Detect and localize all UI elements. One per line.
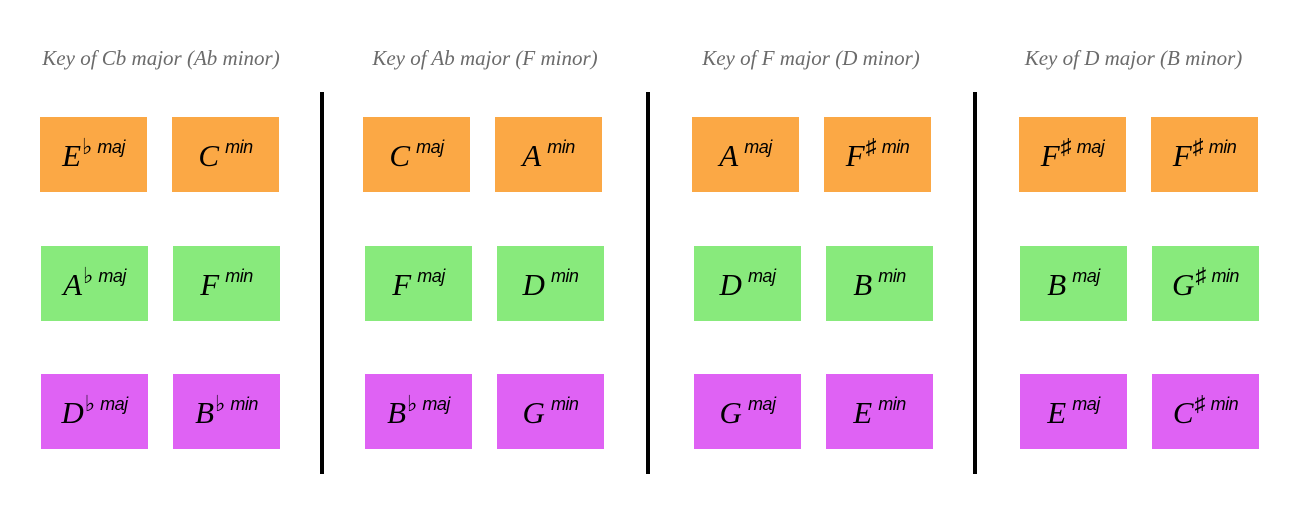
chord-root: F bbox=[200, 267, 220, 302]
chord-box-purple: C♯min bbox=[1152, 374, 1259, 449]
chord-quality: maj bbox=[1076, 136, 1105, 157]
chord-accidental: ♭ bbox=[84, 390, 96, 416]
chord-accidental: ♭ bbox=[407, 390, 418, 416]
chord-box-green: G♯min bbox=[1152, 246, 1259, 321]
chord-quality: maj bbox=[1072, 393, 1100, 414]
chord-root: B bbox=[195, 395, 215, 430]
chord-accidental: ♯ bbox=[1195, 262, 1207, 288]
chord-quality: maj bbox=[744, 136, 772, 157]
chord-quality: min bbox=[225, 136, 253, 157]
chord-quality: min bbox=[878, 265, 906, 286]
chord-root: E bbox=[1047, 395, 1067, 430]
chord-accidental: ♯ bbox=[1060, 133, 1072, 159]
chord-quality: min bbox=[550, 393, 579, 414]
chord-box-purple: B♭maj bbox=[365, 374, 472, 449]
chord-accidental: ♭ bbox=[83, 262, 94, 288]
chord-quality: maj bbox=[416, 136, 444, 157]
chord-accidental: ♭ bbox=[215, 390, 226, 416]
chord-root: B bbox=[1047, 267, 1067, 302]
chord-quality: maj bbox=[97, 136, 125, 157]
chord-quality: maj bbox=[1072, 265, 1100, 286]
chord-quality: maj bbox=[747, 265, 776, 286]
chord-root: C bbox=[198, 138, 220, 173]
chord-box-green: A♭maj bbox=[41, 246, 148, 321]
chord-root: A bbox=[522, 138, 542, 173]
chord-root: D bbox=[719, 267, 742, 302]
chord-quality: min bbox=[550, 265, 579, 286]
panel-title: Key of Cb major (Ab minor) bbox=[42, 46, 280, 70]
chord-box-purple: D♭maj bbox=[41, 374, 148, 449]
panel-divider bbox=[973, 92, 977, 474]
chord-root: G bbox=[1172, 267, 1195, 302]
chord-box-orange: F♯min bbox=[824, 117, 931, 192]
chord-box-orange: F♯min bbox=[1151, 117, 1258, 192]
chord-accidental: ♯ bbox=[865, 133, 877, 159]
chord-root: F bbox=[1172, 138, 1192, 173]
chord-accidental: ♯ bbox=[1194, 390, 1206, 416]
chord-root: A bbox=[719, 138, 739, 173]
chord-root: F bbox=[1040, 138, 1060, 173]
chord-quality: min bbox=[230, 393, 258, 414]
chord-root: G bbox=[719, 395, 742, 430]
chord-quality: min bbox=[1208, 136, 1237, 157]
chord-box-orange: E♭maj bbox=[40, 117, 147, 192]
chord-quality: maj bbox=[98, 265, 126, 286]
chord-quality: min bbox=[1211, 265, 1239, 286]
chord-root: C bbox=[1172, 395, 1194, 430]
chord-quality: min bbox=[878, 393, 906, 414]
chord-quality: maj bbox=[417, 265, 445, 286]
chord-root: D bbox=[61, 395, 84, 430]
chord-root: E bbox=[62, 138, 82, 173]
chord-quality: maj bbox=[100, 393, 128, 414]
chord-root: B bbox=[853, 267, 873, 302]
chord-root: B bbox=[387, 395, 407, 430]
chord-quality: min bbox=[225, 265, 253, 286]
chord-root: C bbox=[389, 138, 411, 173]
panel-divider bbox=[320, 92, 324, 474]
chord-box-orange: F♯maj bbox=[1019, 117, 1126, 192]
chord-accidental: ♯ bbox=[1192, 133, 1204, 159]
panel-title: Key of Ab major (F minor) bbox=[372, 46, 598, 70]
chord-quality: min bbox=[547, 136, 575, 157]
chord-root: F bbox=[845, 138, 865, 173]
chord-root: E bbox=[853, 395, 873, 430]
panel-title: Key of F major (D minor) bbox=[702, 46, 920, 70]
panel-title: Key of D major (B minor) bbox=[1024, 46, 1243, 70]
chord-root: F bbox=[392, 267, 412, 302]
chord-root: D bbox=[522, 267, 545, 302]
chord-root: G bbox=[522, 395, 545, 430]
chord-quality: maj bbox=[422, 393, 450, 414]
chord-accidental: ♭ bbox=[82, 133, 93, 159]
chord-quality: maj bbox=[747, 393, 776, 414]
chord-root: A bbox=[63, 267, 83, 302]
panel-divider bbox=[646, 92, 650, 474]
chord-quality: min bbox=[1210, 393, 1239, 414]
chord-quality: min bbox=[881, 136, 910, 157]
chord-box-purple: B♭min bbox=[173, 374, 280, 449]
